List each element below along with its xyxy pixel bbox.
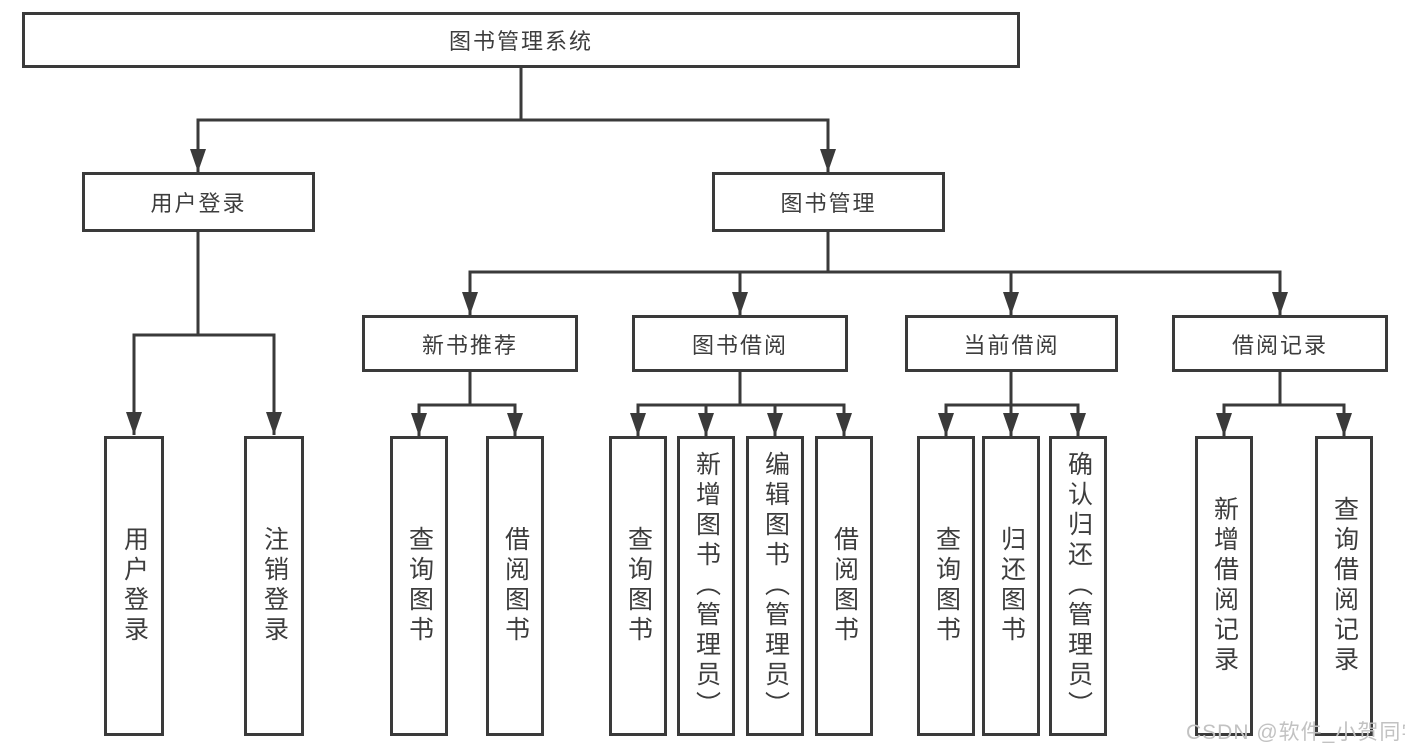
connector-lines (132, 65, 1346, 407)
leaf-borrow-add-books-admin: 新增图书（管理员） (677, 436, 735, 736)
node-book-management: 图书管理 (712, 172, 945, 232)
leaf-current-query-books: 查询图书 (917, 436, 975, 736)
leaf-borrow-borrow-books: 借阅图书 (815, 436, 873, 736)
leaf-records-query-record: 查询借阅记录 (1315, 436, 1373, 736)
node-root: 图书管理系统 (22, 12, 1020, 68)
leaf-recommend-borrow-books: 借阅图书 (486, 436, 544, 736)
leaf-current-confirm-return-admin: 确认归还（管理员） (1049, 436, 1107, 736)
node-book-borrow: 图书借阅 (632, 315, 848, 372)
leaf-records-add-record: 新增借阅记录 (1195, 436, 1253, 736)
node-user-login: 用户登录 (82, 172, 315, 232)
csdn-watermark: CSDN @软件_小贺同学 (1186, 721, 1405, 744)
node-current-borrow: 当前借阅 (905, 315, 1118, 372)
leaf-current-return-books: 归还图书 (982, 436, 1040, 736)
leaf-user-login: 用户登录 (104, 436, 164, 736)
leaf-logout: 注销登录 (244, 436, 304, 736)
leaf-borrow-query-books: 查询图书 (609, 436, 667, 736)
node-new-book-recommend: 新书推荐 (362, 315, 578, 372)
node-borrow-records: 借阅记录 (1172, 315, 1388, 372)
connector-arrows (126, 120, 1352, 436)
leaf-borrow-edit-books-admin: 编辑图书（管理员） (746, 436, 804, 736)
leaf-recommend-query-books: 查询图书 (390, 436, 448, 736)
